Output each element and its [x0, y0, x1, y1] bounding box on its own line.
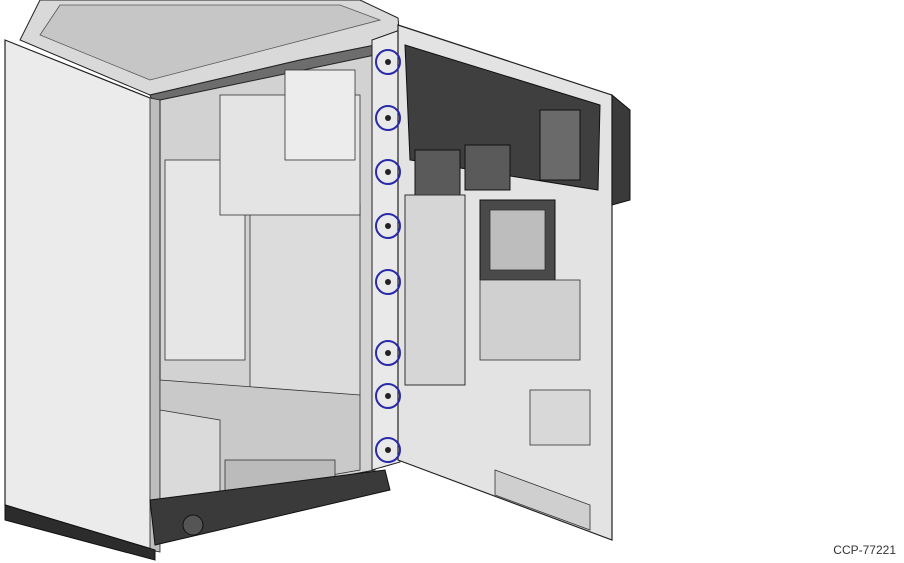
cabinet-interior — [159, 54, 376, 511]
screw-2 — [385, 115, 391, 121]
screw-1 — [385, 59, 391, 65]
screw-3 — [385, 169, 391, 175]
left-side-panel — [4, 39, 161, 553]
screw-highlight-circle-7 — [375, 383, 401, 409]
screw-highlight-circle-1 — [375, 49, 401, 75]
screw-highlight-circle-4 — [375, 213, 401, 239]
screw-4 — [385, 223, 391, 229]
front-door — [397, 24, 631, 541]
screw-highlight-circle-6 — [375, 340, 401, 366]
screw-highlight-circle-8 — [375, 437, 401, 463]
screw-highlight-circle-5 — [375, 269, 401, 295]
screw-marker-group — [375, 49, 401, 463]
cabinet-base — [4, 469, 391, 561]
screw-6 — [385, 350, 391, 356]
screw-8 — [385, 447, 391, 453]
screw-7 — [385, 393, 391, 399]
screw-highlight-circle-3 — [375, 159, 401, 185]
figure-code-label: CCP-77221 — [833, 543, 896, 557]
screw-highlight-circle-2 — [375, 105, 401, 131]
screw-5 — [385, 279, 391, 285]
